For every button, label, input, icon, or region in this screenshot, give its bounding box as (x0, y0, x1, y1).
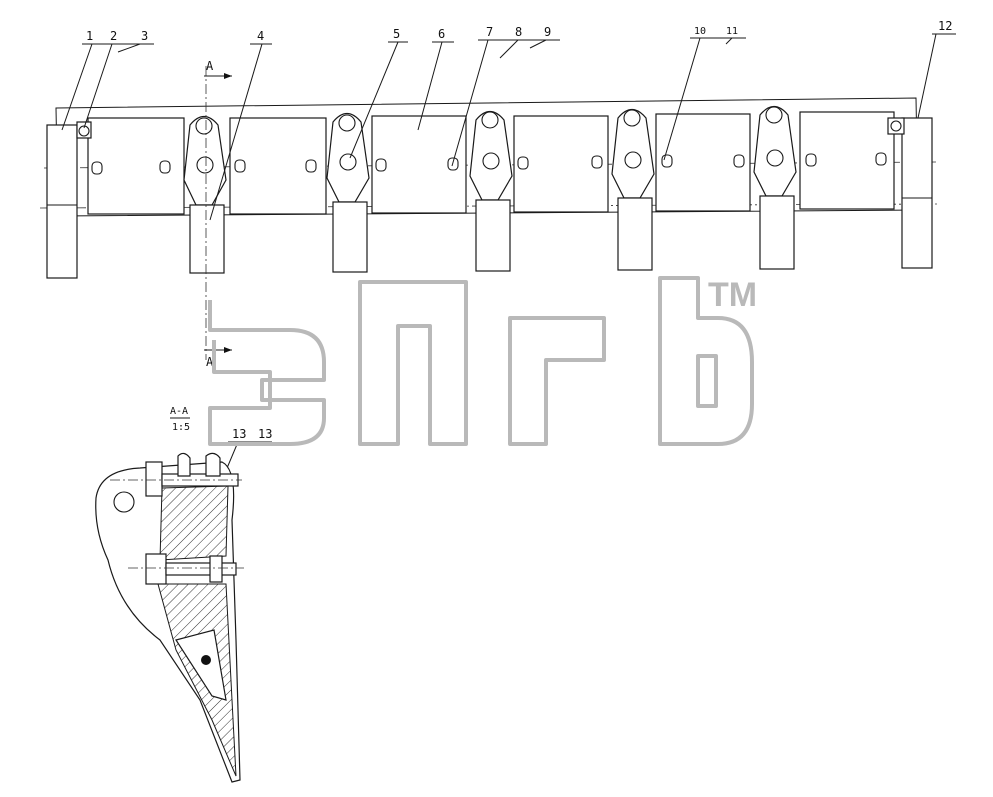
top-nut-right (205, 452, 221, 477)
holder-3 (469, 110, 513, 272)
section-extra-label: 13 (258, 427, 272, 441)
left-end-bracket (46, 124, 78, 279)
top-nut-left (177, 452, 191, 477)
callout-1: 1 (86, 29, 93, 43)
section-a-a-view: A-A 1:5 13 13 (95, 406, 272, 783)
section-scale: 1:5 (172, 422, 190, 433)
rivet-dot (201, 655, 211, 665)
rivet-row (91, 152, 887, 175)
blade-insert (175, 629, 227, 701)
callout-labels: 1 2 3 4 5 6 7 8 9 10 11 12 (86, 19, 952, 43)
watermark-logo: TM (208, 276, 757, 446)
callout-4: 4 (257, 29, 264, 43)
lower-bolt-head (145, 553, 167, 585)
callout-8: 8 (515, 25, 522, 39)
callout-6: 6 (438, 27, 445, 41)
callout-2: 2 (110, 29, 117, 43)
lower-bolt-shank (165, 562, 237, 576)
callout-7: 7 (486, 25, 493, 39)
right-end-bolt-head (890, 120, 902, 132)
holder-2 (326, 112, 370, 273)
main-assembly-view: A A (39, 59, 941, 369)
callout-12: 12 (938, 19, 952, 33)
hatched-zone-2 (159, 485, 229, 561)
section-title: A-A (170, 406, 188, 417)
watermark-trademark: TM (708, 276, 757, 314)
holder-1 (183, 115, 227, 274)
left-end-bolt-head (78, 125, 90, 137)
section-cut-marker (204, 66, 232, 360)
callout-11: 11 (726, 26, 738, 37)
holder-5 (753, 105, 797, 270)
callout-5: 5 (393, 27, 400, 41)
hatched-zone-1 (157, 583, 237, 777)
callout-leaders (61, 33, 956, 221)
cut-letter-top: A (206, 59, 214, 73)
mounting-hole (113, 491, 135, 513)
callout-10: 10 (694, 26, 706, 37)
callout-13: 13 (232, 427, 246, 441)
callout-3: 3 (141, 29, 148, 43)
holder-4 (611, 108, 655, 271)
lower-nut (209, 555, 223, 583)
cut-letter-bottom: A (206, 355, 214, 369)
right-end-bracket (901, 117, 933, 269)
callout-9: 9 (544, 25, 551, 39)
top-bolt-head (145, 461, 163, 497)
